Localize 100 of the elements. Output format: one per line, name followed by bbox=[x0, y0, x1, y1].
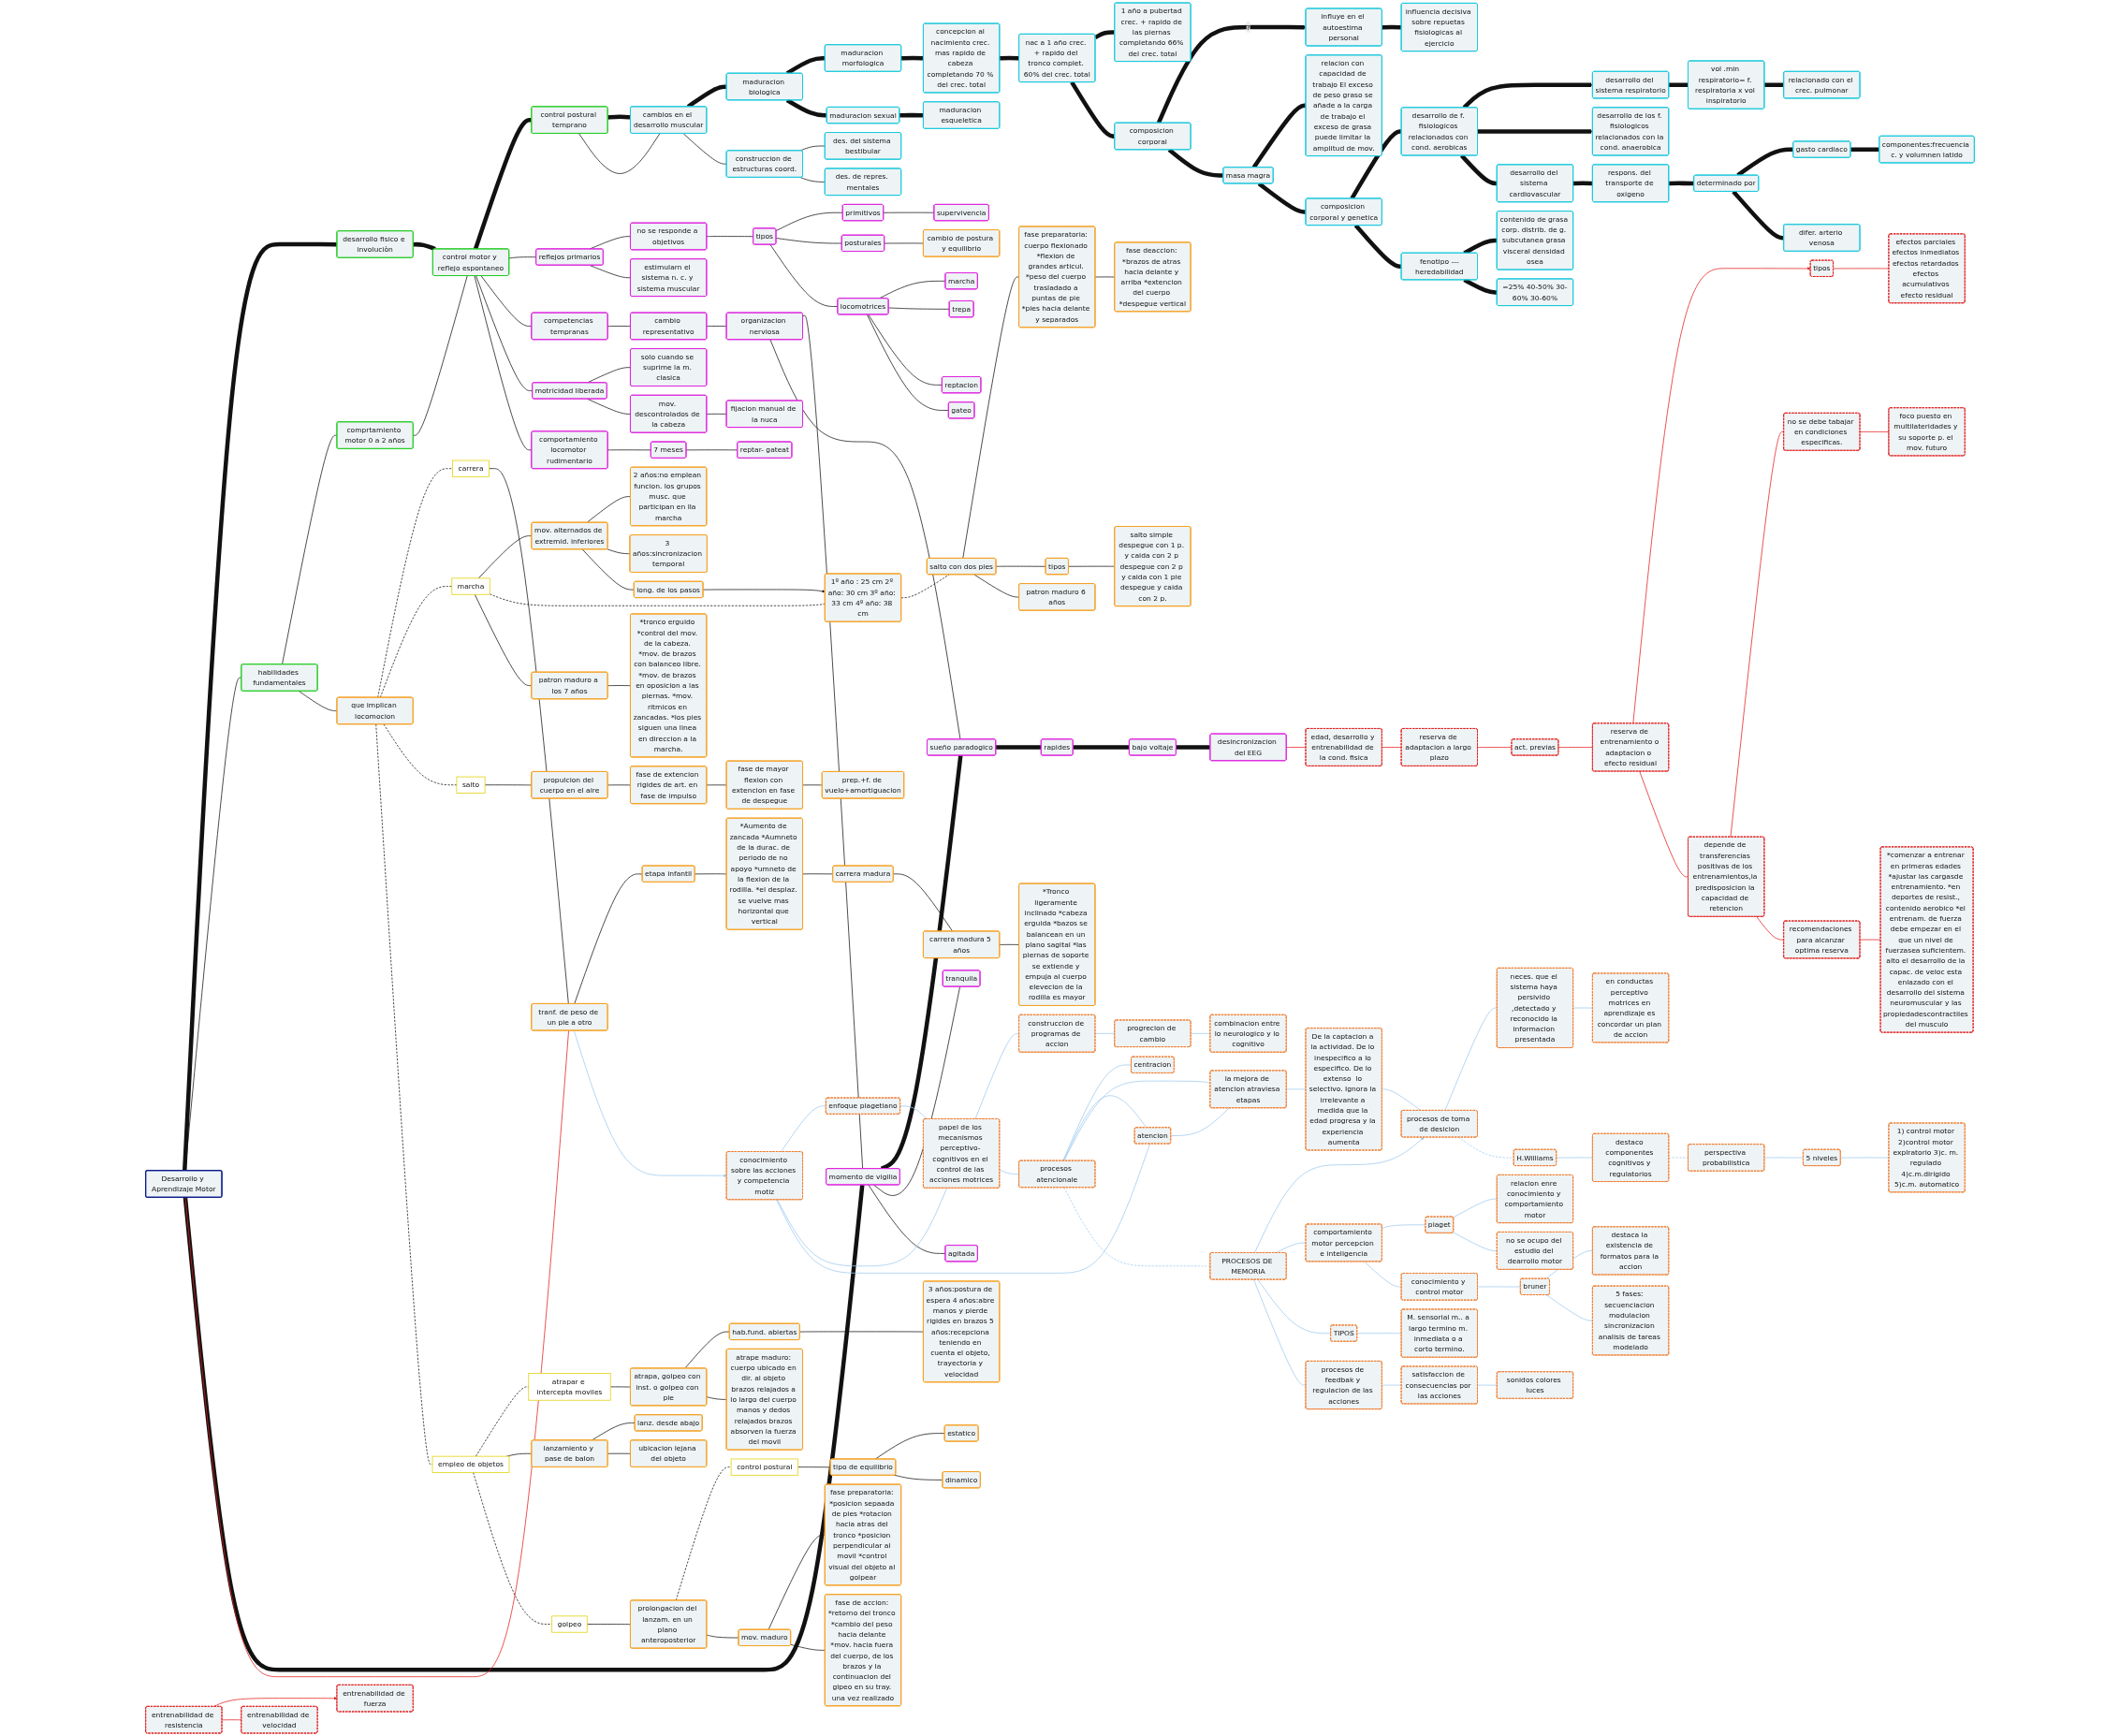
connector bbox=[799, 177, 826, 182]
connector bbox=[867, 314, 949, 411]
connector bbox=[477, 535, 533, 579]
connector bbox=[1286, 1088, 1307, 1090]
connector bbox=[1850, 147, 1880, 153]
connector bbox=[868, 1184, 946, 1254]
connector bbox=[475, 1386, 530, 1457]
connector bbox=[1176, 745, 1211, 750]
connector bbox=[474, 593, 533, 687]
connector bbox=[899, 1105, 928, 1120]
connector bbox=[1477, 1286, 1521, 1288]
connector bbox=[797, 1466, 831, 1468]
connector bbox=[1572, 1007, 1593, 1009]
connector bbox=[775, 238, 842, 244]
connector bbox=[1557, 747, 1593, 748]
connector bbox=[574, 873, 643, 1004]
connector bbox=[581, 548, 635, 591]
connector bbox=[1382, 24, 1402, 30]
connector bbox=[1859, 939, 1881, 941]
connector bbox=[781, 1105, 826, 1153]
connector bbox=[1062, 1064, 1133, 1161]
connector bbox=[383, 723, 458, 786]
connector bbox=[413, 275, 468, 436]
connector bbox=[1257, 1278, 1332, 1335]
connector bbox=[962, 276, 1020, 559]
connector bbox=[489, 468, 569, 1004]
connector bbox=[1730, 431, 1785, 838]
connector bbox=[802, 314, 864, 1170]
connector bbox=[1572, 181, 1594, 186]
connector bbox=[1453, 1198, 1498, 1218]
connector bbox=[1190, 1032, 1211, 1034]
connector bbox=[587, 398, 632, 415]
connector bbox=[777, 1188, 948, 1267]
connector bbox=[607, 326, 632, 327]
connector bbox=[1356, 1333, 1402, 1335]
connector bbox=[377, 468, 453, 698]
connector bbox=[475, 275, 534, 391]
connector bbox=[375, 723, 433, 1466]
connector bbox=[879, 280, 946, 299]
connector bbox=[887, 307, 950, 310]
connector bbox=[221, 1719, 242, 1721]
connector bbox=[706, 413, 727, 415]
connector bbox=[999, 55, 1020, 61]
connector bbox=[1353, 224, 1402, 269]
connector bbox=[474, 275, 533, 451]
connector bbox=[1453, 1232, 1498, 1251]
connector bbox=[1859, 431, 1890, 432]
connector bbox=[684, 1331, 730, 1369]
connector bbox=[868, 314, 943, 386]
connector bbox=[785, 98, 827, 118]
connector bbox=[1732, 190, 1785, 241]
connector bbox=[900, 55, 925, 61]
connector bbox=[184, 1029, 569, 1678]
connector bbox=[776, 1143, 1150, 1274]
connector bbox=[183, 1184, 865, 1672]
connector bbox=[1763, 82, 1785, 88]
connector bbox=[578, 133, 661, 174]
connector bbox=[412, 241, 436, 252]
connector bbox=[1756, 916, 1785, 941]
connector bbox=[1364, 1261, 1402, 1288]
connector bbox=[799, 1331, 924, 1333]
connector bbox=[607, 685, 632, 687]
connector bbox=[1257, 182, 1307, 214]
connector bbox=[682, 133, 727, 165]
connector bbox=[1063, 1080, 1211, 1161]
connector bbox=[586, 496, 632, 523]
arrow bbox=[1477, 129, 1593, 134]
connector bbox=[1170, 1107, 1230, 1136]
connector bbox=[586, 1624, 632, 1626]
connector bbox=[999, 943, 1020, 945]
connector bbox=[675, 1466, 732, 1601]
connector bbox=[1094, 1032, 1116, 1034]
connector bbox=[508, 256, 537, 259]
connector bbox=[1073, 745, 1130, 750]
connector bbox=[607, 548, 631, 555]
connector bbox=[1556, 1157, 1593, 1159]
connector bbox=[183, 241, 338, 1171]
connector bbox=[769, 339, 961, 740]
connector bbox=[769, 244, 839, 307]
connector bbox=[473, 118, 532, 250]
connector bbox=[1167, 148, 1224, 178]
connector bbox=[706, 1634, 739, 1639]
connector bbox=[999, 1169, 1020, 1174]
connector bbox=[1382, 1384, 1402, 1386]
connector bbox=[1094, 30, 1116, 40]
connector bbox=[706, 326, 727, 327]
connector bbox=[775, 212, 843, 231]
connector bbox=[480, 275, 533, 327]
connector bbox=[282, 434, 338, 665]
connector bbox=[894, 1474, 943, 1481]
connector bbox=[1639, 770, 1689, 878]
connector bbox=[1546, 1294, 1593, 1321]
connector bbox=[1382, 1088, 1422, 1111]
connector bbox=[1444, 1007, 1498, 1111]
connector bbox=[1668, 181, 1694, 186]
connector bbox=[1286, 747, 1307, 748]
connector bbox=[298, 691, 338, 711]
connector bbox=[1253, 1278, 1307, 1386]
connector bbox=[1763, 1157, 1804, 1159]
connector bbox=[706, 1396, 727, 1400]
